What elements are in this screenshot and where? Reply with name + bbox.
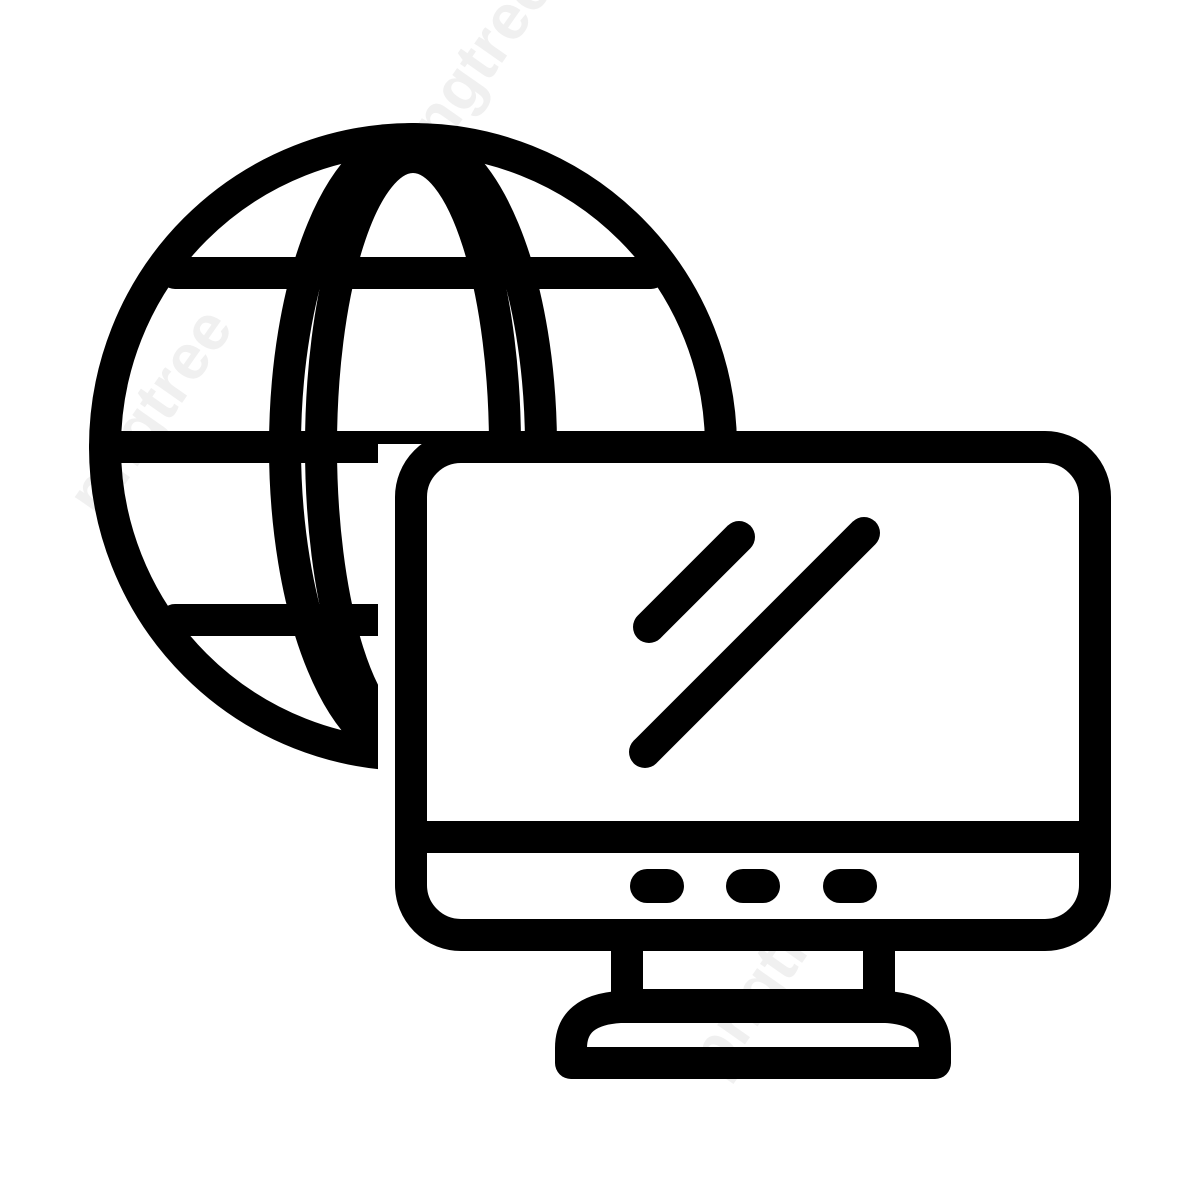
screen-glare-long — [629, 517, 880, 768]
monitor-stand-base — [555, 991, 951, 1079]
monitor-casing — [395, 431, 1111, 951]
monitor-icon — [395, 431, 1111, 1079]
watermark-text-2: pngtree — [52, 294, 246, 528]
screen-glare-short — [633, 521, 755, 643]
